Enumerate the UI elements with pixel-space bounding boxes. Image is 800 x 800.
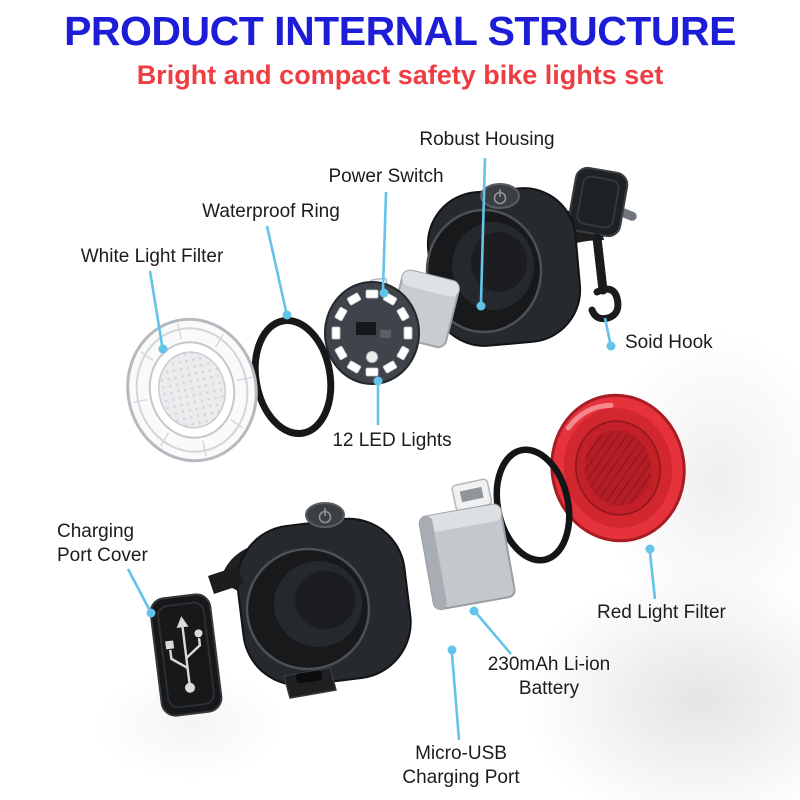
- label-white-light-filter: White Light Filter: [80, 246, 224, 267]
- label-robust-housing: Robust Housing: [419, 129, 555, 150]
- power-icon: [493, 189, 507, 205]
- label-battery: 230mAh Li-ion Battery: [487, 654, 611, 699]
- leader-waterproof-ring: [265, 225, 292, 320]
- leader-micro-usb: [447, 645, 461, 741]
- usb-icon: [165, 616, 203, 693]
- bottom-housing-part: [220, 502, 412, 699]
- label-red-light-filter: Red Light Filter: [597, 602, 726, 623]
- page-subtitle: Bright and compact safety bike lights se…: [136, 60, 664, 91]
- label-led-lights: 12 LED Lights: [332, 430, 452, 451]
- housing-part: [425, 183, 582, 347]
- page-title: PRODUCT INTERNAL STRUCTURE: [64, 8, 736, 54]
- label-micro-usb: Micro-USB Charging Port: [402, 743, 520, 788]
- leader-white-light-filter: [148, 270, 168, 354]
- leader-lines: [126, 157, 657, 741]
- charging-port-slot: [295, 670, 323, 684]
- leader-power-switch: [379, 191, 389, 298]
- power-icon: [318, 508, 332, 524]
- charging-port-cover-part: [149, 593, 223, 717]
- leader-robust-housing: [476, 157, 487, 311]
- leader-charging-port-cover: [126, 568, 156, 618]
- label-charging-port-cover: Charging Port Cover: [57, 521, 148, 566]
- label-soid-hook: Soid Hook: [625, 332, 713, 353]
- white-light-filter-part: [126, 317, 258, 463]
- leader-red-light-filter: [645, 544, 657, 600]
- leader-soid-hook: [603, 317, 616, 351]
- label-waterproof-ring: Waterproof Ring: [202, 201, 340, 222]
- header: PRODUCT INTERNAL STRUCTURE Bright and co…: [0, 8, 800, 91]
- leader-battery: [469, 606, 512, 655]
- hook-part: [567, 166, 637, 323]
- battery-part: [418, 478, 516, 611]
- cover-tether: [208, 566, 244, 594]
- red-light-filter-part: [550, 393, 686, 543]
- leader-led-lights: [373, 376, 383, 425]
- label-power-switch: Power Switch: [328, 166, 444, 187]
